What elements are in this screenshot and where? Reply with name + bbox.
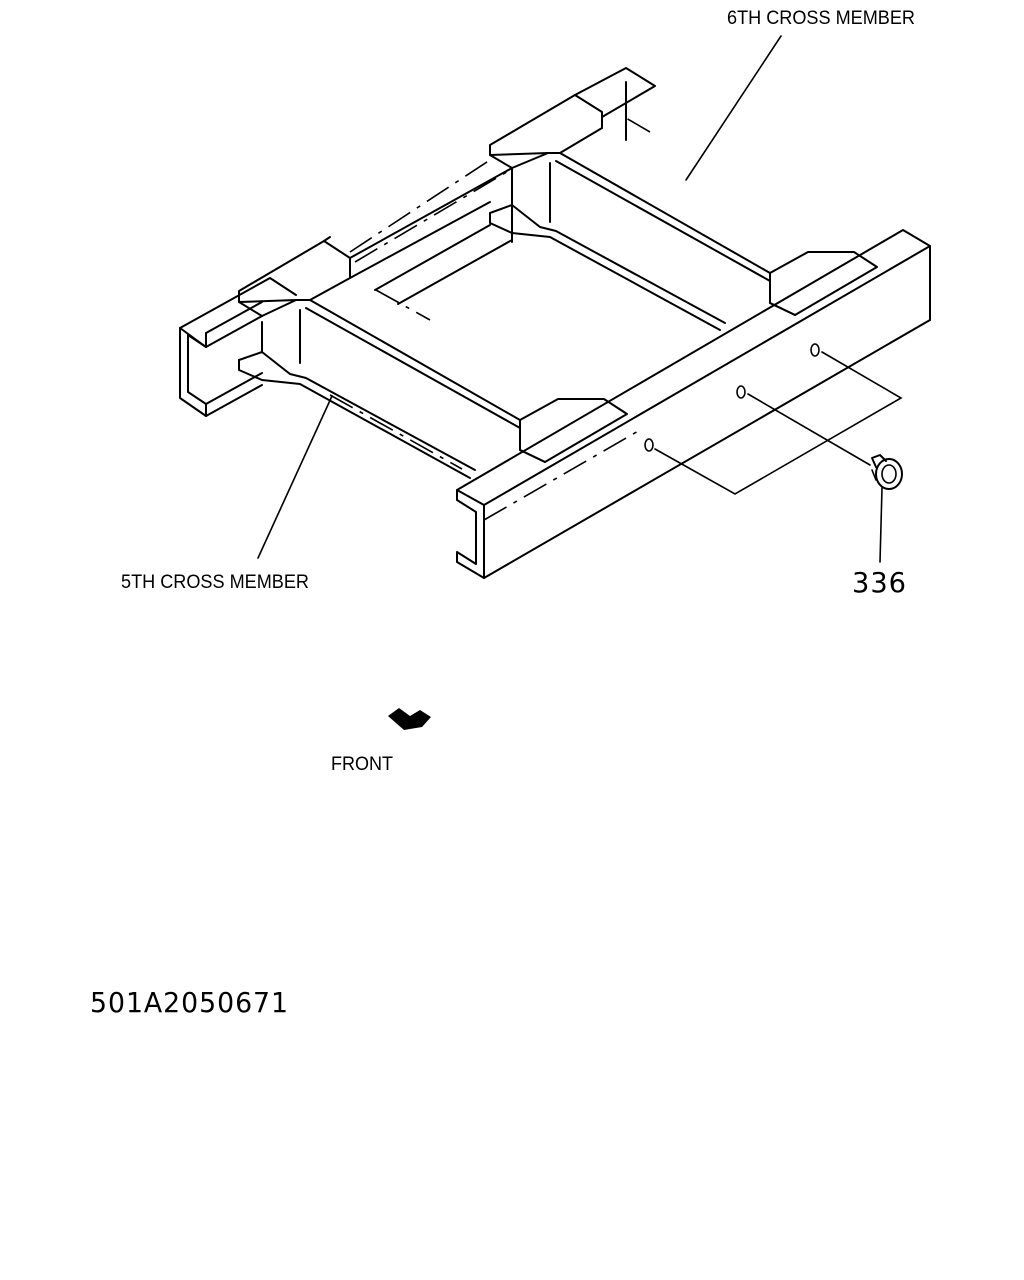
chassis-frame-drawing [179,35,931,579]
arrow-down-left-icon [388,708,431,730]
sixth-cross-member [349,94,878,331]
fifth-cross-member-leader [257,395,333,559]
drawing-number-label: 501A2050671 [90,986,289,1019]
mounting-hole [736,385,746,399]
clip-fastener-icon [871,454,903,490]
part-number-leader [879,487,883,563]
mounting-hole [644,438,654,452]
fifth-cross-member-label: 5TH CROSS MEMBER [121,572,309,593]
sixth-cross-member-label: 6TH CROSS MEMBER [727,8,915,29]
part-number-label: 336 [852,566,907,599]
sixth-cross-member-leader [685,35,782,181]
fifth-cross-member [238,240,628,479]
right-side-rail [456,229,931,579]
left-side-rail [179,67,656,417]
mounting-hole [810,343,820,357]
front-label: FRONT [331,754,393,775]
fastener-leader-lines [654,351,903,495]
